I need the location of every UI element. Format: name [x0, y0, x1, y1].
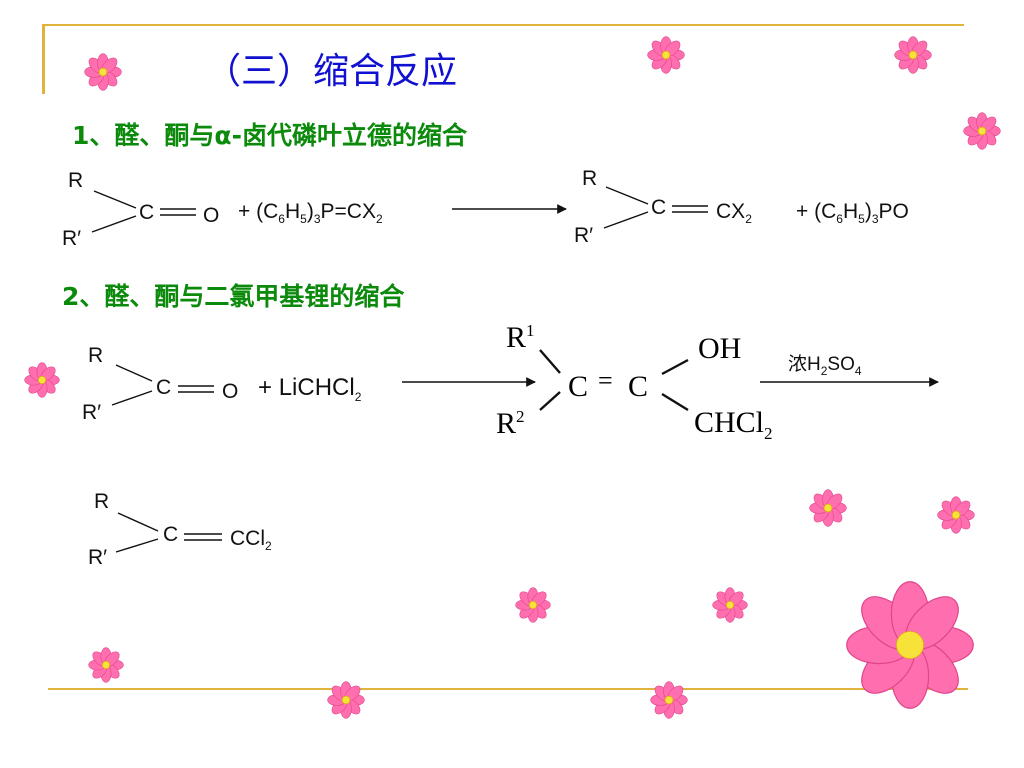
intermediate-chcl2: CHCl2	[694, 406, 773, 443]
intermediate-double-bond: =	[598, 366, 613, 395]
flower-icon	[937, 496, 975, 534]
bottom-rule	[48, 688, 968, 690]
r1-product-r: R	[582, 167, 598, 190]
acid-condition: 浓H2SO4	[788, 354, 862, 378]
r1-reactant-oxygen: O	[203, 204, 220, 227]
section2-heading: 2、醛、酮与二氯甲基锂的缩合	[62, 282, 405, 311]
flower-icon	[894, 36, 932, 74]
intermediate-oh: OH	[698, 332, 742, 365]
r1-ylide-reagent: + (C6H5)3P=CX2	[238, 200, 383, 227]
slide-title: （三）缩合反应	[205, 51, 458, 92]
r2-product-r: R	[94, 490, 110, 513]
flower-icon	[24, 362, 60, 398]
flower-icon	[963, 112, 1001, 150]
flower-icon	[650, 681, 688, 719]
flower-icon	[809, 489, 847, 527]
flower-icon	[712, 587, 748, 623]
r1-product-cx2: CX2	[716, 200, 752, 227]
intermediate-r1: R1	[506, 321, 535, 354]
r1-product-carbon: C	[651, 196, 667, 219]
r2-product-ccl2: CCl2	[230, 527, 272, 554]
flower-icon	[84, 53, 122, 91]
r2-reactant-carbon: C	[156, 376, 172, 399]
r2-reactant-oxygen: O	[222, 380, 239, 403]
r2-reactant-r: R	[88, 344, 104, 367]
r2-reactant-rprime: R′	[82, 401, 102, 424]
intermediate-r2: R2	[496, 407, 525, 440]
flower-icon	[647, 36, 685, 74]
r1-reactant-r: R	[68, 169, 84, 192]
intermediate-c2: C	[628, 370, 649, 403]
intermediate-c1: C	[568, 370, 589, 403]
flower-icon	[88, 647, 124, 683]
r2-product-rprime: R′	[88, 546, 108, 569]
r2-lithium-reagent: + LiCHCl2	[258, 374, 362, 404]
top-rule	[42, 24, 964, 26]
left-rule	[42, 24, 45, 94]
flower-icon	[846, 581, 974, 709]
r1-byproduct: + (C6H5)3PO	[796, 200, 909, 227]
r1-reactant-carbon: C	[139, 201, 155, 224]
flower-icon	[327, 681, 365, 719]
r1-product-rprime: R′	[574, 224, 594, 247]
r2-product-carbon: C	[163, 523, 179, 546]
flower-icon	[515, 587, 551, 623]
r1-reactant-rprime: R′	[62, 227, 82, 250]
section1-heading: 1、醛、酮与α-卤代磷叶立德的缩合	[72, 121, 467, 150]
